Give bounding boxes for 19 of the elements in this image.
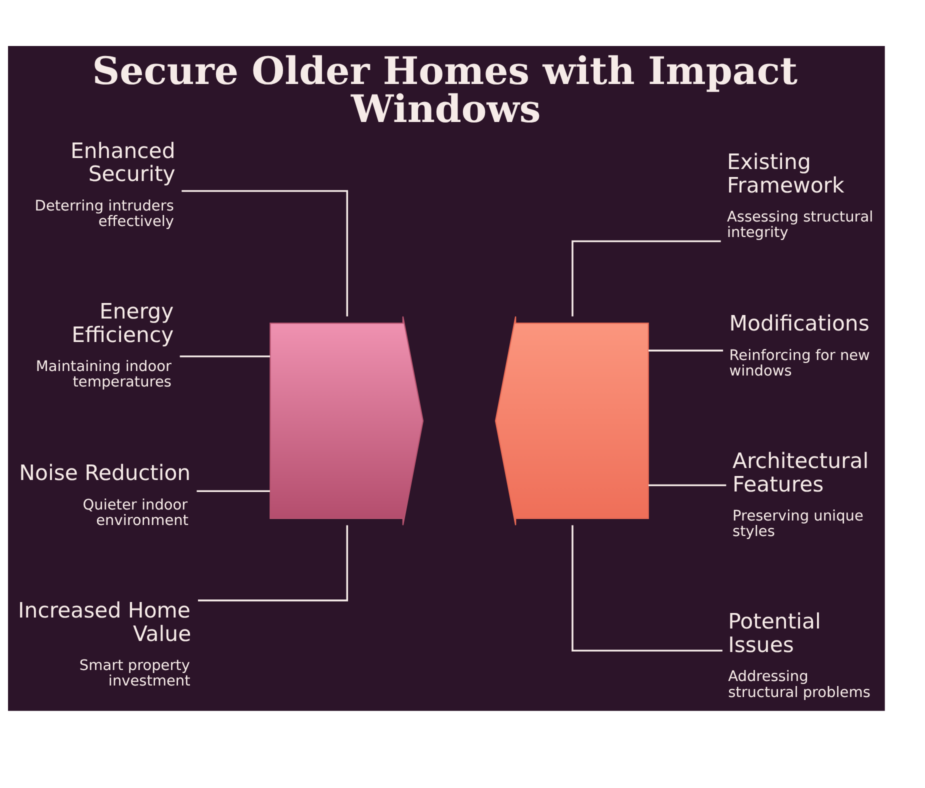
connector (196, 490, 270, 492)
node-arrow (494, 315, 649, 526)
connector (180, 355, 270, 357)
node-arrow (270, 315, 424, 526)
node-text: Energy Efficiency Maintaining indoor temperatures (36, 298, 174, 390)
node-text: Existing Framework Assessing structural integrity (727, 148, 874, 241)
node-text: Enhanced Security Deterring intruders effectively (34, 137, 176, 230)
node-text: Noise Reduction Quieter indoor environment (19, 460, 191, 529)
connector (572, 524, 722, 652)
connector (572, 240, 721, 316)
node-text: Increased Home Value Smart property investment (18, 596, 192, 690)
connector (182, 190, 348, 316)
diagram-title: Secure Older Homes with Impact Windows (92, 48, 798, 131)
connector (198, 524, 348, 601)
connector (648, 484, 726, 486)
node-text: Architectural Features Preserving unique styles (732, 447, 869, 540)
node-text: Potential Issues Addressing structural problems (728, 608, 870, 700)
connector (648, 349, 724, 351)
node-text: Modifications Reinforcing for new windows (729, 310, 870, 380)
